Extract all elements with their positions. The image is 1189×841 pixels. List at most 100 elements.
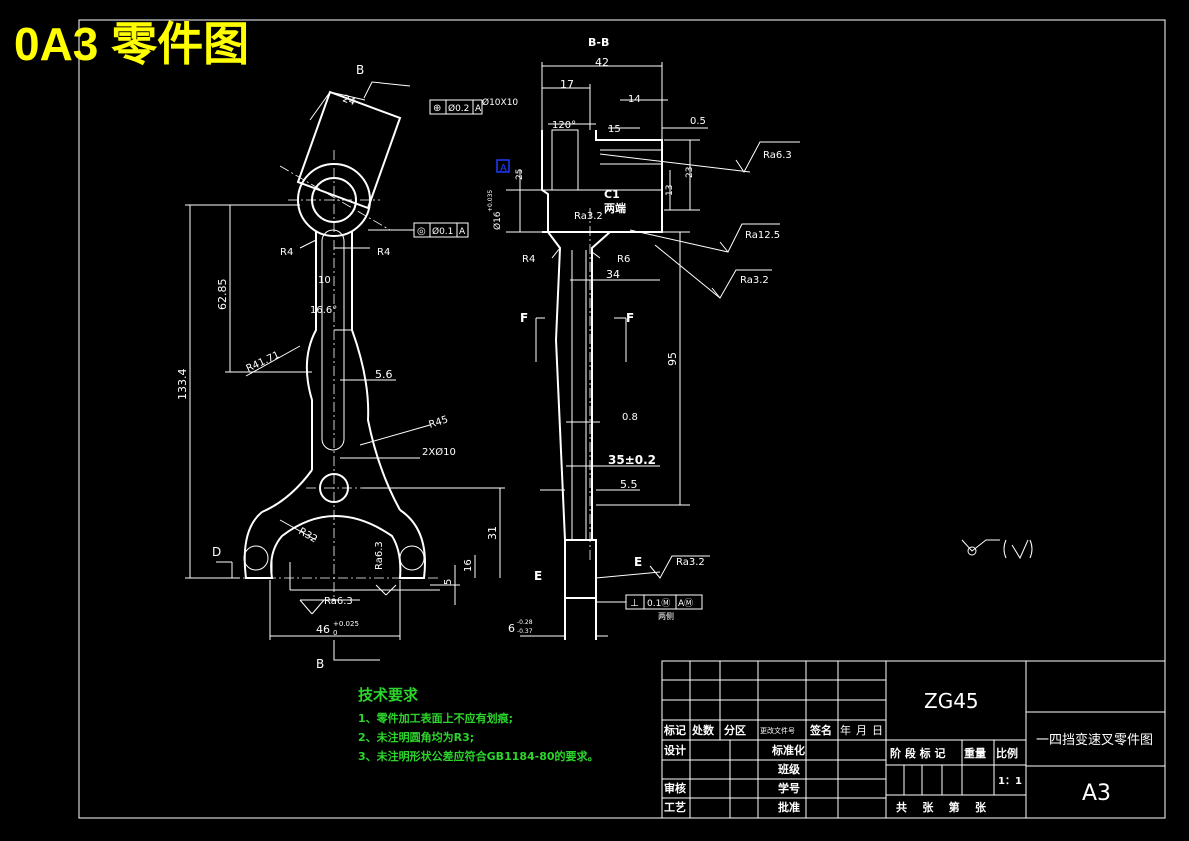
chamfer-c1: C1	[604, 188, 620, 201]
dim-35: 35±0.2	[608, 453, 656, 467]
header-sign: 签名	[809, 723, 832, 737]
label-student-no: 学号	[778, 781, 800, 795]
label-e-right: E	[634, 555, 642, 569]
ra-6-3-section: Ra6.3	[763, 150, 792, 161]
position-tol-frame	[429, 99, 483, 115]
shift-tip	[564, 539, 597, 599]
dim-5-6: 5.6	[375, 368, 393, 381]
header-mark: 标记	[663, 723, 686, 737]
label-weight: 重量	[964, 746, 986, 760]
label-process: 工艺	[664, 800, 686, 814]
dim-holes: 2XØ10	[422, 446, 456, 458]
dim-r6: R6	[617, 254, 630, 265]
dim-95: 95	[666, 352, 679, 366]
dim-0-5: 0.5	[690, 116, 706, 127]
boss-bore-section	[551, 129, 579, 191]
drawing-name: 一四挡变速叉零件图	[1036, 732, 1153, 748]
dim-d16: Ø16	[492, 211, 503, 230]
header-day: 日	[872, 724, 883, 737]
label-e-left: E	[534, 569, 542, 583]
header-count: 处数	[691, 723, 715, 737]
perp-ref: AⓂ	[678, 598, 693, 609]
label-stage: 阶 段 标 记	[890, 746, 946, 760]
perp-tol-frame	[625, 594, 703, 610]
material: ZG45	[924, 689, 979, 713]
dim-r4-section: R4	[522, 254, 535, 265]
boss-block	[296, 90, 402, 210]
ra-3-2-a: Ra3.2	[574, 211, 603, 222]
ra-12-5: Ra12.5	[745, 230, 780, 241]
dim-r45: R45	[428, 414, 450, 431]
concentricity-icon: ◎	[417, 226, 426, 237]
fork-section-view: B-B	[429, 36, 800, 640]
sheet-size: A3	[1082, 781, 1111, 806]
dim-120: 120°	[552, 120, 576, 131]
tech-req-title: 技术要求	[358, 686, 419, 704]
hole-callout: Ø10X10	[482, 97, 518, 108]
dim-46: 46	[316, 623, 330, 636]
dim-42: 42	[595, 56, 609, 69]
label-d: D	[212, 545, 221, 559]
dim-31: 31	[486, 526, 499, 540]
position-icon: ⊕	[433, 103, 441, 114]
header-zone: 分区	[724, 723, 746, 737]
dim-10: 10	[318, 275, 331, 286]
header-month: 月	[856, 724, 867, 737]
dim-25: 25	[515, 169, 525, 180]
label-f-left: F	[520, 311, 528, 325]
position-value: Ø0.2	[448, 103, 469, 114]
default-roughness-symbol	[961, 539, 1033, 560]
dim-0-8: 0.8	[622, 412, 638, 423]
header-year: 年	[840, 723, 851, 737]
tech-req-item: 2、未注明圆角均为R3;	[358, 730, 474, 744]
label-b-top: B	[356, 63, 364, 77]
ra-6-3-b: Ra6.3	[324, 596, 353, 607]
tech-requirements: 技术要求 1、零件加工表面上不应有划痕; 2、未注明圆角均为R3; 3、未注明形…	[358, 686, 599, 763]
dim-62: 62.85	[216, 279, 229, 311]
fork-jaws	[243, 509, 426, 579]
ra-6-3-a: Ra6.3	[374, 541, 385, 570]
dim-13: 13	[665, 185, 675, 196]
title-block: ZG45 一四挡变速叉零件图 A3 标记 处数 分区 更改文件号 签名 年 月 …	[661, 660, 1166, 819]
dim-r41: R41.71	[245, 350, 282, 375]
label-standardize: 标准化	[771, 743, 805, 757]
sheet-border	[78, 19, 1166, 819]
fork-front-view: 24 B 133.4 62.85 R4 R4 10 16.6° R41.71 5…	[176, 63, 505, 671]
label-class: 班级	[778, 762, 801, 776]
dim-6-tol-dn: -0.37	[517, 628, 533, 635]
ra-3-2-c: Ra3.2	[676, 557, 705, 568]
dim-6: 6	[508, 622, 515, 635]
dim-46-tol: +0.025	[333, 620, 359, 628]
dim-14: 14	[628, 94, 641, 105]
label-scale: 比例	[996, 746, 1018, 760]
label-approve: 批准	[778, 800, 800, 814]
dim-133: 133.4	[176, 369, 189, 401]
dim-15: 15	[608, 124, 621, 135]
sheet-count: 共 张 第 张	[896, 800, 987, 814]
perp-value: 0.1Ⓜ	[647, 598, 670, 609]
dim-23: 23	[685, 167, 695, 178]
concentricity-value: Ø0.1	[432, 226, 453, 237]
chamfer-note: 两端	[604, 201, 626, 215]
dim-24: 24	[341, 93, 357, 108]
section-label: B-B	[588, 36, 609, 49]
both-sides-note: 两侧	[658, 611, 674, 621]
dim-r4-right: R4	[377, 247, 390, 258]
header-change-doc: 更改文件号	[760, 726, 795, 735]
label-design: 设计	[664, 743, 686, 757]
perp-icon: ⊥	[630, 598, 639, 609]
dim-46-tol0: 0	[333, 629, 337, 637]
ra-3-2-b: Ra3.2	[740, 275, 769, 286]
datum-a-box	[496, 159, 510, 173]
dim-34: 34	[606, 268, 620, 281]
label-b-bottom: B	[316, 657, 324, 671]
label-review: 审核	[664, 781, 686, 795]
label-f-right: F	[626, 311, 634, 325]
dim-17: 17	[560, 78, 574, 91]
dim-d16-tol: +0.035	[487, 190, 494, 212]
tech-req-item: 1、零件加工表面上不应有划痕;	[358, 711, 513, 725]
dim-5-5: 5.5	[620, 478, 638, 491]
datum-a-label: A	[500, 163, 507, 174]
dim-angle: 16.6°	[310, 305, 337, 316]
